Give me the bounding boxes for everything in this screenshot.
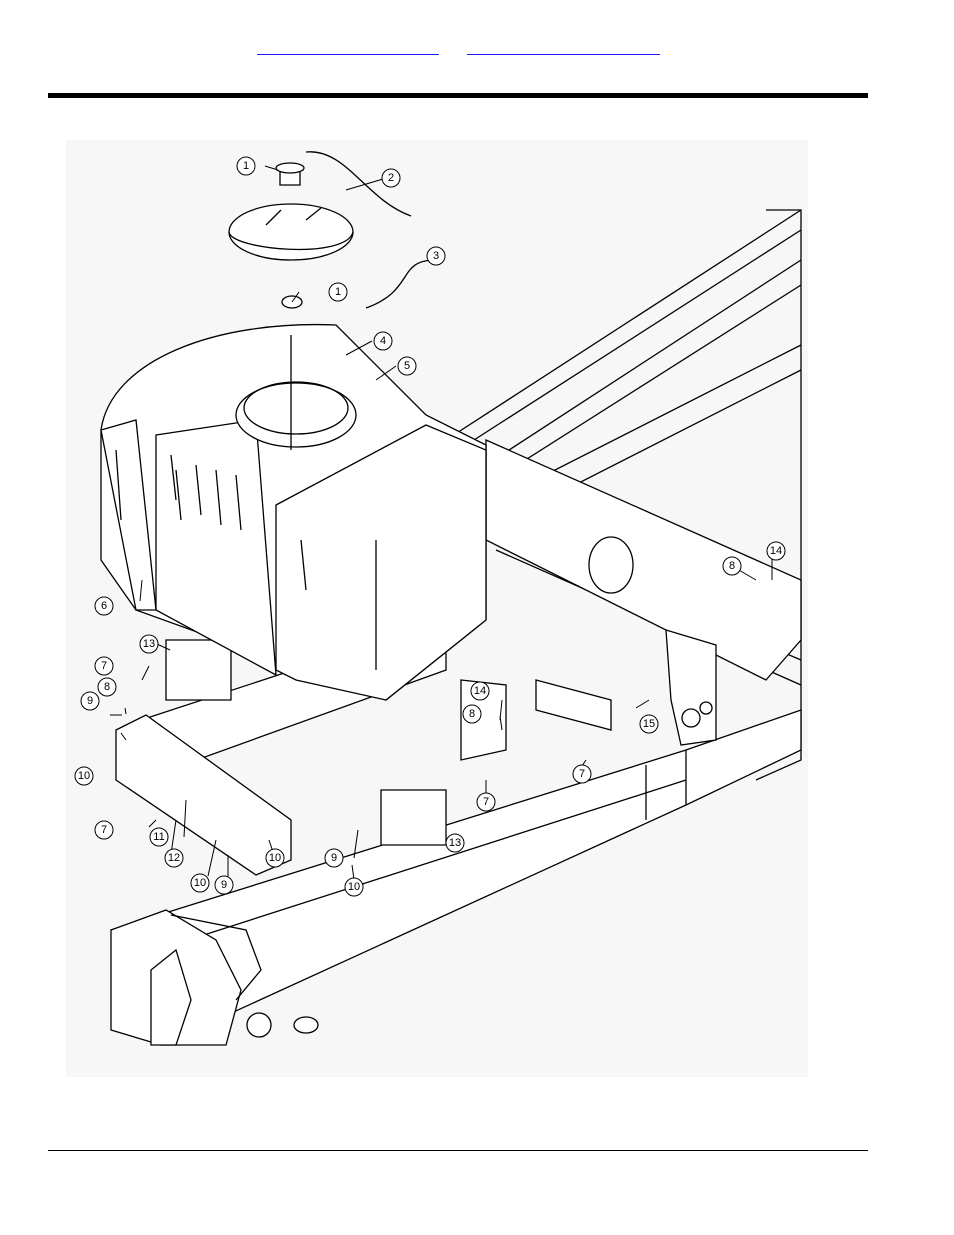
callout-8b: 8 [462,704,482,724]
callout-2: 2 [381,168,401,188]
svg-text:1: 1 [335,286,341,298]
svg-text:6: 6 [101,600,107,612]
callout-5: 5 [397,356,417,376]
callout-7d: 7 [572,764,592,784]
callout-9: 9 [80,691,100,711]
svg-text:11: 11 [153,831,164,843]
svg-text:10: 10 [348,881,360,893]
parts-diagram: 1 2 3 1 4 5 6 13 7 8 9 10 7 11 12 10 9 1… [66,140,808,1077]
svg-text:7: 7 [483,796,489,808]
svg-text:10: 10 [78,770,90,782]
svg-text:8: 8 [469,708,475,720]
callout-10b: 10 [190,873,210,893]
svg-text:10: 10 [194,877,206,889]
svg-text:3: 3 [433,250,439,262]
svg-text:9: 9 [221,879,227,891]
header-link-2[interactable] [467,40,660,55]
callout-15: 15 [639,714,659,734]
callout-14: 14 [470,681,490,701]
svg-text:8: 8 [104,681,110,693]
callout-9b: 9 [214,875,234,895]
svg-text:10: 10 [269,852,281,864]
callout-13b: 13 [445,833,465,853]
hitch-tongue [110,709,802,1046]
callout-4: 4 [373,331,393,351]
callout-7c: 7 [476,792,496,812]
callout-8c: 8 [722,556,742,576]
svg-text:13: 13 [449,837,461,849]
callout-7: 7 [94,656,114,676]
callout-6: 6 [94,596,114,616]
callout-1b: 1 [328,282,348,302]
callout-3: 3 [426,246,446,266]
cross-frame [485,438,802,746]
callout-10: 10 [74,766,94,786]
svg-text:14: 14 [770,545,782,557]
callout-10d: 10 [344,877,364,897]
svg-text:13: 13 [143,638,155,650]
svg-text:9: 9 [331,852,337,864]
callout-1: 1 [236,156,256,176]
callout-14b: 14 [766,541,786,561]
svg-text:9: 9 [87,695,93,707]
callout-11: 11 [149,827,169,847]
svg-text:7: 7 [101,660,107,672]
callout-10c: 10 [265,848,285,868]
svg-text:5: 5 [404,360,410,372]
callout-9c: 9 [324,848,344,868]
callout-7b: 7 [94,820,114,840]
parts-diagram-svg: 1 2 3 1 4 5 6 13 7 8 9 10 7 11 12 10 9 1… [74,151,802,1046]
callout-8: 8 [97,677,117,697]
tank-lid-assembly [228,151,437,450]
header-link-1[interactable] [257,40,439,55]
svg-text:4: 4 [380,335,386,347]
spray-tank [100,323,487,701]
svg-text:15: 15 [643,718,655,730]
header-rule [48,93,868,98]
svg-text:14: 14 [474,685,486,697]
svg-text:1: 1 [243,160,249,172]
callout-12: 12 [164,848,184,868]
svg-text:2: 2 [388,172,394,184]
svg-text:7: 7 [579,768,585,780]
callout-13: 13 [139,634,159,654]
svg-text:8: 8 [729,560,735,572]
footer-rule [48,1150,868,1151]
svg-text:7: 7 [101,824,107,836]
svg-text:12: 12 [168,852,180,864]
